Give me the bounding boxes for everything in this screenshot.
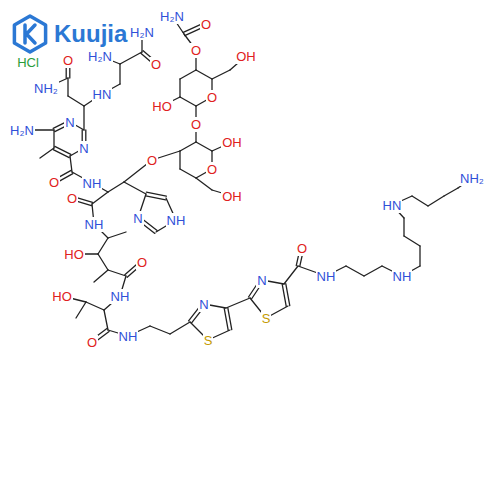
atom-label: O xyxy=(206,162,218,177)
bond-group xyxy=(22,16,472,343)
bond-line xyxy=(98,238,108,254)
bond-line xyxy=(404,236,420,246)
atom-label: H₂N xyxy=(129,25,155,40)
atom-label: NH xyxy=(110,289,131,304)
bond-line xyxy=(403,218,404,236)
atom-label: S xyxy=(261,311,272,326)
logo-k-mark xyxy=(25,25,35,43)
bond-line xyxy=(196,70,212,79)
atom-label: O xyxy=(136,255,148,270)
bond-line xyxy=(282,284,286,306)
atom-label: NH xyxy=(316,269,337,284)
bond-line xyxy=(40,148,54,158)
bond-line xyxy=(179,151,180,169)
bond-line xyxy=(124,182,146,194)
bond-line xyxy=(55,146,71,154)
atom-label: NH xyxy=(392,269,413,284)
bond-line xyxy=(108,270,126,276)
atom-label: NH xyxy=(118,329,139,344)
bond-line xyxy=(108,232,126,238)
atom-label: OH xyxy=(235,49,257,64)
bond-line xyxy=(70,156,72,172)
bond-line xyxy=(412,196,428,206)
atom-label: NH xyxy=(82,176,103,191)
atom-label: N xyxy=(256,273,267,288)
atom-label: O xyxy=(190,117,202,132)
bond-line xyxy=(146,192,166,196)
atom-label: NH xyxy=(84,217,105,232)
bond-line xyxy=(196,142,212,151)
bond-line xyxy=(150,326,170,334)
bond-line xyxy=(53,150,69,158)
bond-line xyxy=(119,64,120,84)
atom-label: NH₂ xyxy=(459,171,485,186)
atom-label: H₂N xyxy=(87,49,113,64)
bond-line xyxy=(98,254,108,270)
salt-label: HCl xyxy=(16,55,40,70)
bond-line xyxy=(212,70,230,79)
bond-line xyxy=(146,196,166,200)
bond-line xyxy=(68,96,84,106)
atom-label: HO xyxy=(63,247,85,262)
bond-line xyxy=(444,188,458,196)
bond-line xyxy=(228,308,232,330)
atom-label: O xyxy=(62,53,74,68)
bond-line xyxy=(364,266,382,276)
atom-label: O xyxy=(296,241,308,256)
atom-label: HN xyxy=(92,87,113,102)
bond-line xyxy=(180,97,196,106)
bond-line xyxy=(92,192,108,204)
atom-label: O xyxy=(146,153,158,168)
atom-label: O xyxy=(86,335,98,350)
bond-line xyxy=(226,298,250,308)
bond-line xyxy=(120,52,142,64)
atom-label: N xyxy=(64,115,75,130)
bond-line xyxy=(67,78,68,96)
atom-label: OH xyxy=(221,189,243,204)
atom-label: OH xyxy=(221,135,243,150)
atom-label: N xyxy=(198,297,209,312)
atom-label: O xyxy=(66,191,78,206)
atom-label: N xyxy=(78,141,89,156)
atom-label: H₂N xyxy=(9,123,35,138)
atom-label: HN xyxy=(382,198,403,213)
bond-line xyxy=(284,266,298,284)
atom-label: O xyxy=(206,90,218,105)
atom-label: O xyxy=(190,43,202,58)
bond-line xyxy=(104,310,108,330)
atom-label: O xyxy=(150,57,162,72)
bond-line xyxy=(428,196,444,206)
atom-label: NH xyxy=(166,213,187,228)
bond-line xyxy=(170,322,190,334)
logo-icon xyxy=(14,16,45,52)
bond-line xyxy=(180,70,196,79)
bond-line xyxy=(108,182,124,192)
bond-line xyxy=(83,106,84,130)
bond-line xyxy=(286,284,290,306)
bond-line xyxy=(179,79,180,97)
atom-label: H₂N xyxy=(159,9,185,24)
atom-label: N xyxy=(132,211,143,226)
bond-line xyxy=(419,246,420,266)
logo-text: Kuujia xyxy=(54,22,127,46)
bond-line xyxy=(196,178,212,190)
bond-line xyxy=(180,169,196,178)
bond-line xyxy=(53,130,54,148)
logo-hexagon xyxy=(14,16,45,52)
bond-line xyxy=(180,142,196,151)
atom-label: S xyxy=(203,333,214,348)
atom-label: O xyxy=(48,175,60,190)
atom-label: HO xyxy=(51,289,73,304)
atom-label: HO xyxy=(151,99,173,114)
bond-line xyxy=(94,270,108,282)
atom-label: NH₂ xyxy=(33,81,59,96)
bond-line xyxy=(86,302,104,310)
atom-label: O xyxy=(200,17,212,32)
bond-line xyxy=(224,308,228,330)
bond-line xyxy=(346,266,364,276)
bond-line xyxy=(76,302,86,318)
